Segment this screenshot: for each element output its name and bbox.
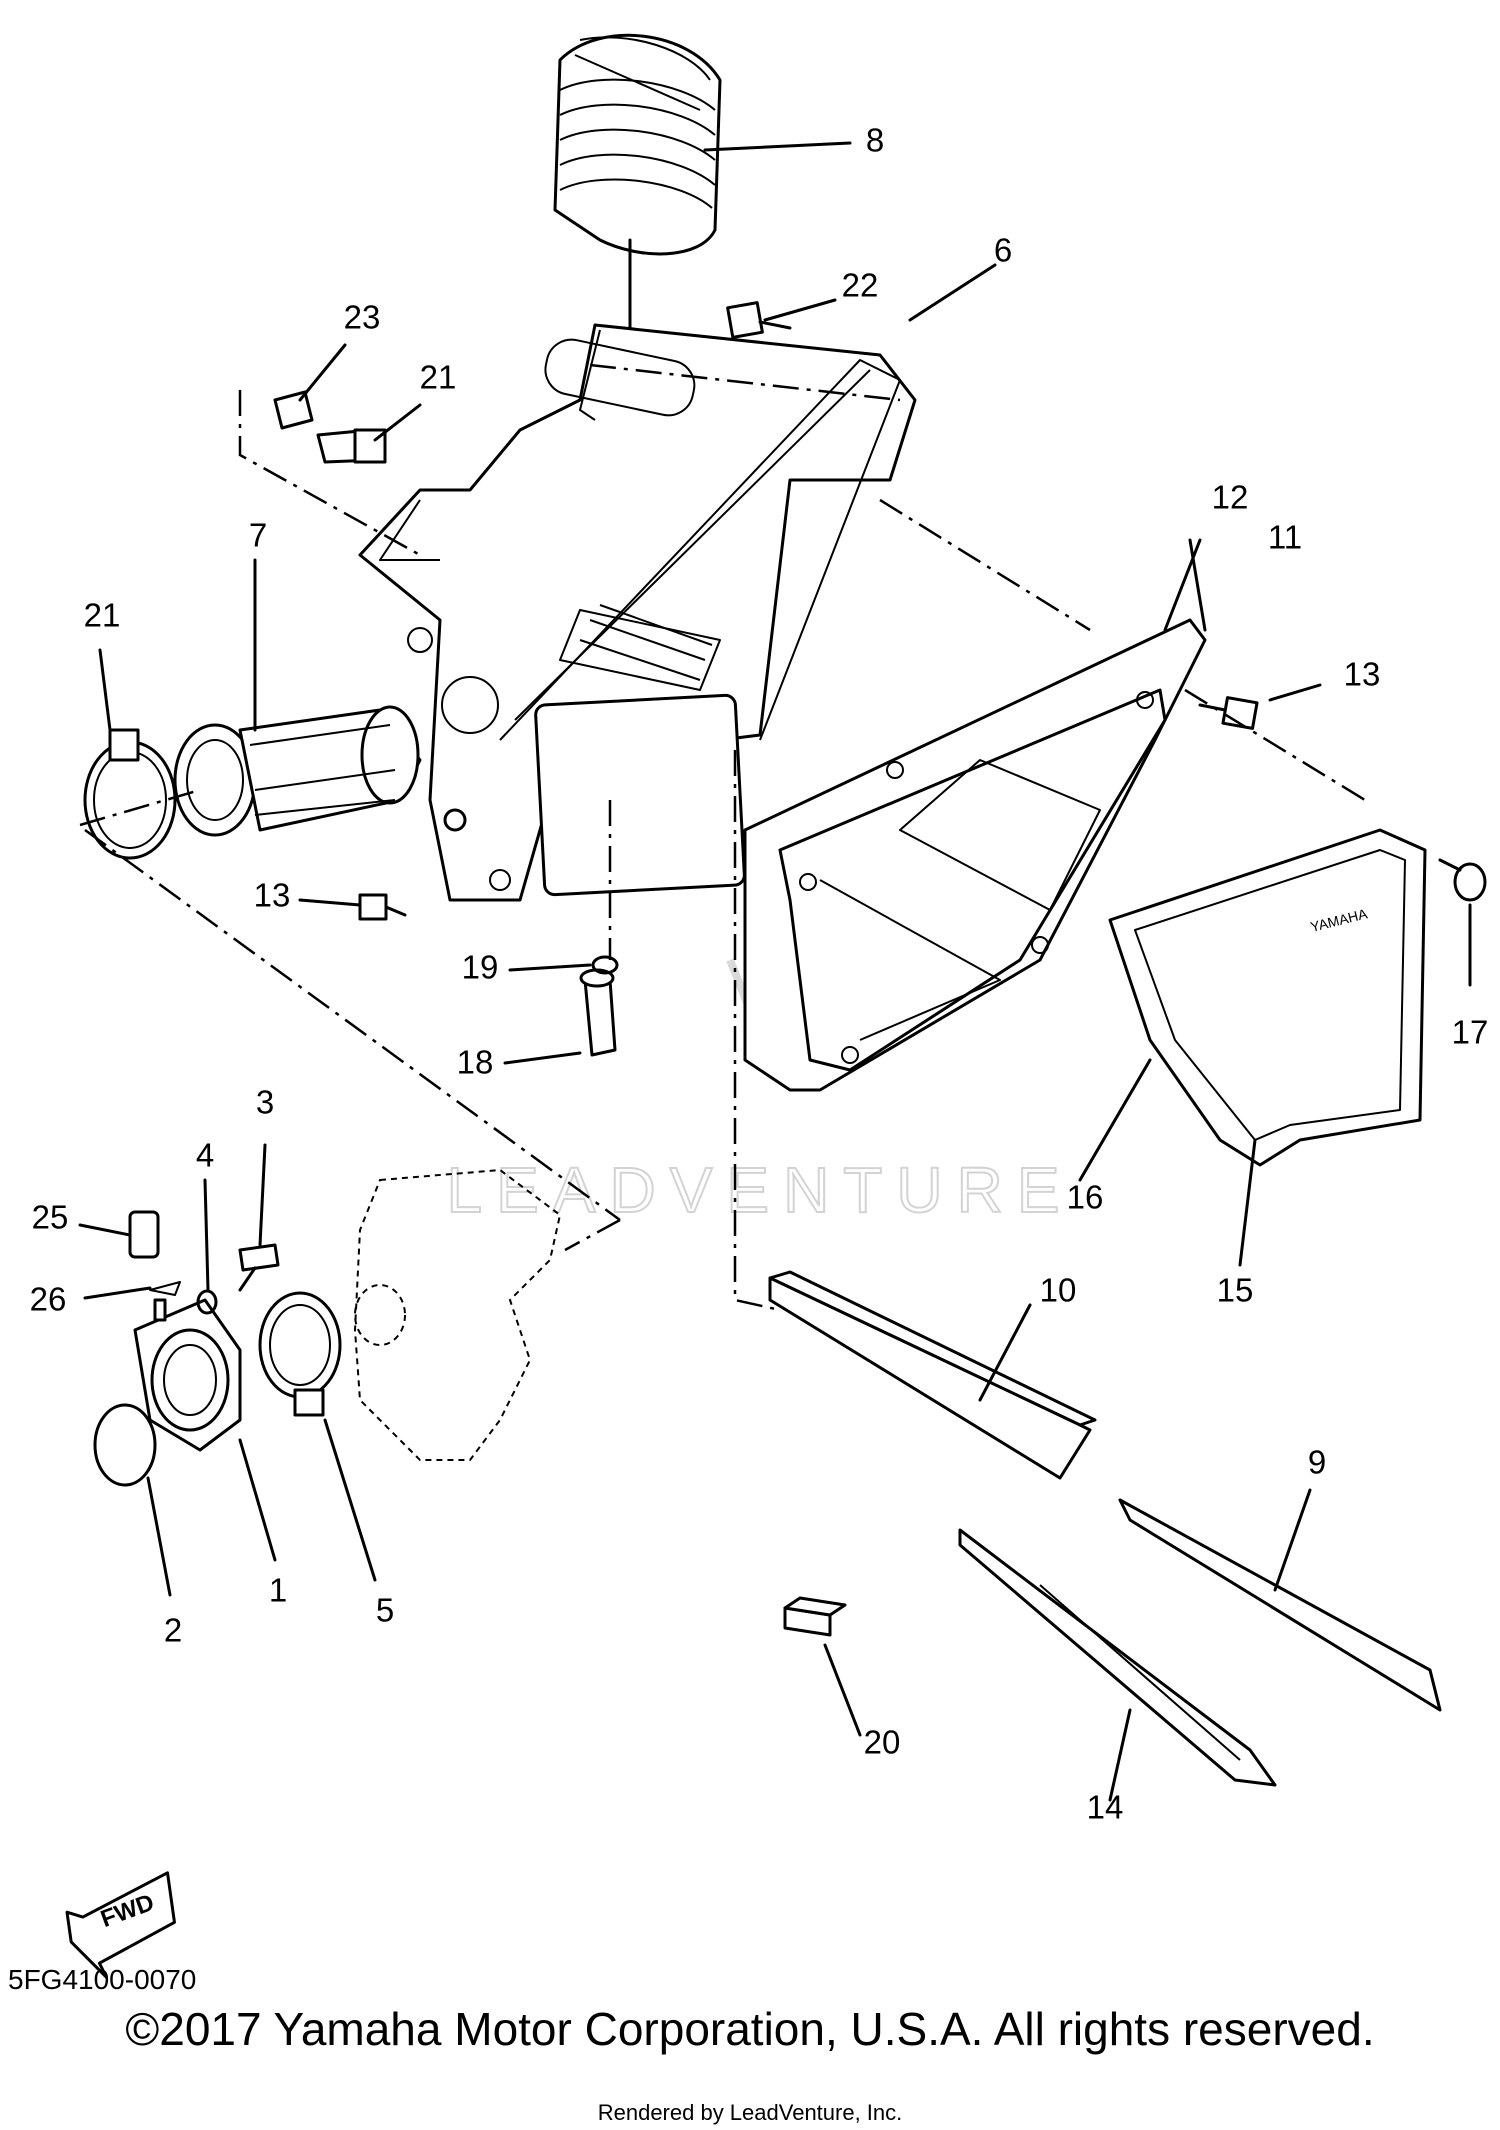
part-13-screw-upper — [1198, 696, 1259, 730]
callout-24: 23 — [344, 299, 381, 336]
leader-23-dash — [589, 363, 901, 402]
callout-6: 6 — [994, 232, 1012, 269]
assembly-lines — [79, 390, 1366, 1312]
part-3-bolt — [238, 1243, 280, 1292]
fwd-arrow: FWD — [65, 1871, 176, 1979]
part-7-intake-joint — [173, 705, 422, 837]
carburetor-outline — [353, 1168, 562, 1461]
part-19-clip — [591, 955, 619, 975]
callout-7: 7 — [249, 517, 267, 554]
part-11-12-side-cover — [743, 618, 1207, 1092]
callout-14: 14 — [1087, 1789, 1124, 1826]
callout-19: 19 — [462, 949, 499, 986]
callout-1: 1 — [269, 1572, 287, 1609]
copyright-notice: ©2017 Yamaha Motor Corporation, U.S.A. A… — [125, 2003, 1375, 2055]
callout-18: 18 — [457, 1044, 494, 1081]
part-9-filter-element — [1118, 1498, 1442, 1712]
callout-12: 12 — [1212, 479, 1249, 516]
callout-26: 26 — [30, 1281, 67, 1318]
callout-16: 16 — [1067, 1179, 1104, 1216]
callout-11: 11 — [1268, 519, 1302, 556]
watermark-logo: LEADVENTURE — [446, 958, 1074, 1227]
leader-lines — [78, 141, 1472, 1802]
part-17-screw — [1438, 858, 1487, 902]
part-15-16-cover-plate: YAMAHA — [1108, 828, 1427, 1167]
callout-2: 2 — [164, 1612, 182, 1649]
callout-10: 10 — [1040, 1272, 1077, 1309]
part-14-filter-frame — [958, 1528, 1277, 1787]
part-13-screw-lower — [358, 893, 407, 921]
part-10-filter-element — [768, 1270, 1097, 1480]
callout-21: 21 — [84, 597, 121, 634]
part-20-block — [783, 1596, 847, 1637]
callout-20: 20 — [864, 1724, 901, 1761]
callout-13-upper: 13 — [1344, 656, 1381, 693]
callout-15: 15 — [1217, 1272, 1254, 1309]
callout-17: 17 — [1452, 1014, 1489, 1051]
part-18-drain-tube — [579, 968, 617, 1057]
callout-4: 4 — [196, 1137, 214, 1174]
part-21-band — [83, 728, 177, 860]
part-8-boot — [553, 33, 722, 256]
callout-13-lower: 13 — [254, 877, 291, 914]
part-2-o-ring — [93, 1403, 157, 1487]
callout-23: 22 — [842, 267, 879, 304]
part-23-bolt — [726, 301, 792, 339]
watermark-text: LEADVENTURE — [447, 1154, 1074, 1226]
part-22-bolt — [316, 428, 387, 464]
rendered-by-notice: Rendered by LeadVenture, Inc. — [597, 2100, 903, 2125]
callout-9: 9 — [1308, 1444, 1326, 1481]
callout-22: 21 — [420, 359, 457, 396]
part-26-clip — [149, 1281, 181, 1296]
callout-8: 8 — [866, 122, 884, 159]
callout-5: 5 — [376, 1592, 394, 1629]
callout-25: 25 — [32, 1199, 69, 1236]
part-24-nut — [273, 390, 314, 430]
diagram-code: 5FG4100-0070 — [8, 1964, 197, 1995]
part-6-air-case — [358, 323, 917, 902]
callout-3: 3 — [256, 1084, 274, 1121]
part-1-carb-joint — [133, 1298, 242, 1452]
part-25-collar — [128, 1210, 160, 1259]
callouts: 8 6 22 23 21 7 21 12 11 13 13 17 19 18 1… — [30, 122, 1489, 1826]
part-5-clamp — [258, 1291, 342, 1417]
